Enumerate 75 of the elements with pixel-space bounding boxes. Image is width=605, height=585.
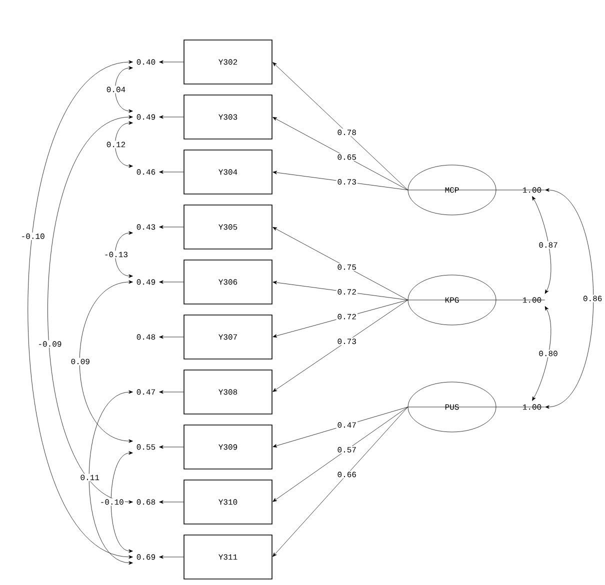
arrow xyxy=(48,115,133,504)
indicator-box: Y303 xyxy=(184,94,272,140)
arrow xyxy=(159,280,184,284)
error-value: 0.49 xyxy=(136,114,156,120)
edge-label: -0.10 xyxy=(98,498,125,506)
error-value: 0.69 xyxy=(136,554,156,560)
arrow xyxy=(272,300,408,338)
edge-label: 0.12 xyxy=(105,140,127,148)
arrow xyxy=(272,170,408,190)
arrow xyxy=(115,121,133,168)
indicator-box: Y311 xyxy=(184,534,272,580)
arrow xyxy=(159,555,184,559)
edge-label: 0.73 xyxy=(336,178,358,186)
arrow xyxy=(272,406,408,448)
indicator-box: Y308 xyxy=(184,370,272,414)
edge-label: 0.75 xyxy=(336,263,358,271)
indicator-box: Y309 xyxy=(184,424,272,470)
edge-label: 0.72 xyxy=(336,312,358,320)
arrow xyxy=(272,280,408,300)
edge-label: 0.57 xyxy=(336,446,358,454)
arrow xyxy=(159,500,184,504)
arrow xyxy=(532,196,552,294)
edge-label: 0.04 xyxy=(105,86,127,94)
error-value: 0.40 xyxy=(136,59,156,65)
edge-label: 0.86 xyxy=(582,294,604,302)
arrow xyxy=(159,225,184,229)
edge-label: -0.09 xyxy=(36,340,63,348)
arrow xyxy=(159,390,184,394)
error-value: 0.49 xyxy=(136,279,156,285)
edge-label: 0.47 xyxy=(336,421,358,429)
edge-label: 0.72 xyxy=(336,288,358,296)
error-value: 0.46 xyxy=(136,169,156,175)
arrow xyxy=(159,60,184,64)
edge-label: 0.09 xyxy=(70,358,91,366)
error-value: 0.47 xyxy=(136,389,155,395)
arrow xyxy=(159,115,184,119)
indicator-box: Y304 xyxy=(184,150,272,194)
arrow xyxy=(28,60,133,559)
error-value: 0.68 xyxy=(136,499,156,505)
arrow xyxy=(115,66,133,113)
arrow xyxy=(159,170,184,174)
indicator-box: Y302 xyxy=(184,40,272,84)
indicator-box: Y306 xyxy=(184,260,272,304)
edge-label: 0.11 xyxy=(79,474,100,482)
arrow xyxy=(88,390,133,565)
edge-label: 0.80 xyxy=(538,350,559,358)
arrow xyxy=(79,280,133,443)
arrow xyxy=(159,335,184,339)
variance-value: 1.00 xyxy=(522,297,542,303)
edge-label: -0.10 xyxy=(20,232,46,240)
indicator-box: Y305 xyxy=(184,204,272,250)
indicator-box: Y310 xyxy=(184,480,272,524)
arrow xyxy=(272,300,408,392)
error-value: 0.43 xyxy=(136,224,156,230)
arrow xyxy=(272,117,408,190)
arrow xyxy=(272,62,408,190)
arrow xyxy=(272,227,408,300)
arrow xyxy=(545,188,594,409)
edge-label: 0.65 xyxy=(336,153,358,161)
error-value: 0.48 xyxy=(136,334,156,340)
arrow xyxy=(115,231,133,278)
error-value: 0.55 xyxy=(136,444,156,450)
arrow xyxy=(532,306,552,401)
edge-label: 0.87 xyxy=(538,241,559,249)
indicator-box: Y307 xyxy=(184,314,272,360)
variance-value: 1.00 xyxy=(522,404,542,410)
arrow xyxy=(272,406,408,502)
variance-value: 1.00 xyxy=(522,187,542,193)
arrow xyxy=(272,406,408,557)
arrow xyxy=(159,445,184,449)
edge-label: 0.66 xyxy=(336,470,358,478)
edge-label: 0.78 xyxy=(336,128,358,136)
arrow xyxy=(110,451,133,553)
edge-label: -0.13 xyxy=(103,250,129,258)
edge-label: 0.73 xyxy=(336,338,358,346)
